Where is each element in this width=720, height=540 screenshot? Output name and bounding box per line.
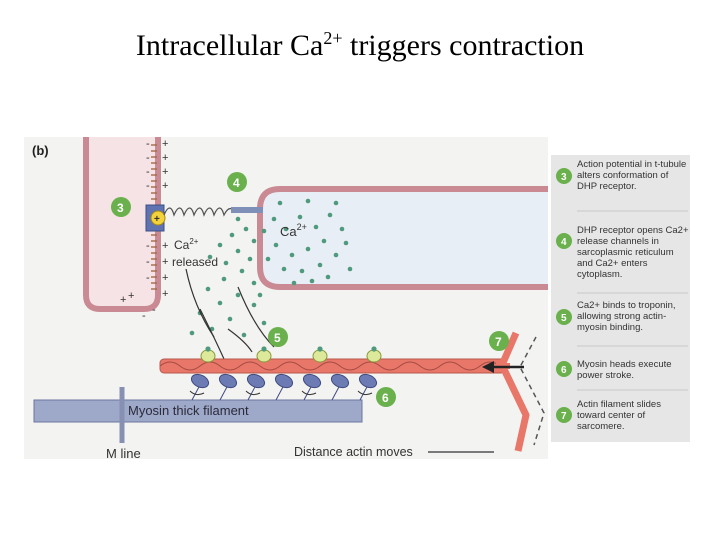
step-marker-4: 4: [233, 176, 240, 190]
ca-released-label-sup: 2+: [189, 237, 198, 246]
charge-minus: -: [146, 256, 150, 268]
tropomyosin-strand: [159, 361, 501, 371]
step-5-text: Ca2+ binds to troponin, allowing strong …: [577, 300, 676, 333]
step-3-text: Action potential in t-tubule alters conf…: [577, 159, 687, 192]
charge-plus: +: [162, 180, 168, 192]
step-7-text-box: Actin filament slides toward center of s…: [577, 399, 661, 432]
thick-filament-label: Myosin thick filament: [128, 403, 249, 418]
dhp-plus-symbol: +: [154, 214, 160, 225]
charge-minus: -: [146, 138, 150, 150]
charge-minus: -: [146, 272, 150, 284]
charge-minus: -: [146, 166, 150, 178]
ca-store-label-sup: 2+: [297, 222, 307, 232]
step-4-text-box: DHP receptor opens Ca2+ release channels…: [577, 225, 689, 280]
excitation-contraction-figure: (b) - + - + - + - + - - + - + - + + + + …: [24, 137, 690, 461]
charge-plus: +: [162, 288, 168, 300]
ca-released-label: Ca2+: [174, 237, 199, 252]
step-4: 4 DHP receptor opens Ca2+ release channe…: [556, 225, 689, 294]
ca-released-label-main: Ca: [174, 238, 190, 252]
step-7-text: Actin filament slides toward center of s…: [577, 399, 661, 432]
slide-title: Intracellular Ca2+ triggers contraction: [0, 28, 720, 63]
step-6-number: 6: [561, 365, 567, 376]
ca-store-label-main: Ca: [280, 224, 297, 239]
step-marker-7: 7: [495, 335, 502, 349]
title-text-end: triggers contraction: [342, 29, 585, 62]
membrane-charges: - + - + - + - + - - + - + - + + + + - -: [120, 138, 168, 322]
step-6-text-box: Myosin heads execute power stroke.: [577, 359, 672, 381]
sarcoplasmic-reticulum: [257, 186, 548, 290]
power-stroke-arrows: [189, 390, 373, 396]
step-3-text-box: Action potential in t-tubule alters conf…: [577, 159, 687, 192]
ryr-release-channel: [231, 207, 263, 213]
step-marker-6: 6: [382, 391, 389, 405]
charge-plus: +: [120, 294, 126, 306]
step-4-text: DHP receptor opens Ca2+ release channels…: [577, 225, 689, 280]
figure-svg: (b) - + - + - + - + - - + - + - + + + + …: [24, 137, 690, 461]
step-5-number: 5: [561, 313, 567, 324]
troponin-complexes: [200, 346, 382, 363]
charge-minus: -: [146, 152, 150, 164]
step-descriptions: 3 Action potential in t-tubule alters co…: [556, 159, 689, 432]
step-6: 6 Myosin heads execute power stroke.: [556, 359, 688, 391]
z-disc-new-position: [519, 336, 545, 446]
step-5-text-box: Ca2+ binds to troponin, allowing strong …: [577, 300, 676, 333]
step-markers: 3 4 5 6 7: [111, 172, 509, 407]
dhp-voltage-sensor: [150, 210, 166, 226]
step-7: 7 Actin filament slides toward center of…: [556, 399, 661, 432]
step-marker-5: 5: [274, 331, 281, 345]
step-3-number: 3: [561, 172, 567, 183]
step-3: 3 Action potential in t-tubule alters co…: [556, 159, 688, 212]
step-5: 5 Ca2+ binds to troponin, allowing stron…: [556, 300, 688, 347]
membrane-channels: [151, 144, 157, 290]
charge-plus: +: [162, 138, 168, 150]
dhp-ryr-linkage: [163, 207, 233, 217]
ca-store-label: Ca2+: [280, 222, 307, 239]
ca-released-label-2: released: [172, 255, 218, 269]
m-line-label: M line: [106, 446, 141, 459]
step-6-text: Myosin heads execute power stroke.: [577, 359, 672, 381]
step-7-number: 7: [561, 411, 567, 422]
slide-arrowhead: [482, 361, 494, 373]
myosin-thick-filament: [33, 399, 363, 423]
charge-plus: +: [162, 256, 168, 268]
charge-plus: +: [162, 272, 168, 284]
z-disc: [498, 331, 530, 452]
charge-plus: +: [162, 240, 168, 252]
step-4-number: 4: [561, 237, 567, 248]
charge-plus: +: [162, 152, 168, 164]
distance-label: Distance actin moves: [294, 445, 413, 459]
step-marker-3: 3: [117, 201, 124, 215]
myosin-heads: [190, 373, 378, 401]
charge-minus: -: [142, 310, 146, 322]
charge-minus: -: [146, 240, 150, 252]
panel-label: (b): [32, 143, 49, 158]
charge-minus: -: [152, 304, 156, 316]
charge-plus: +: [162, 166, 168, 178]
title-superscript: 2+: [323, 28, 343, 48]
ca-in-sr: [261, 198, 353, 286]
t-tubule-lumen: [92, 137, 152, 303]
charge-minus: -: [146, 180, 150, 192]
step-panel-background: [551, 155, 690, 442]
title-text: Intracellular Ca: [135, 29, 324, 62]
charge-plus: +: [128, 290, 134, 302]
